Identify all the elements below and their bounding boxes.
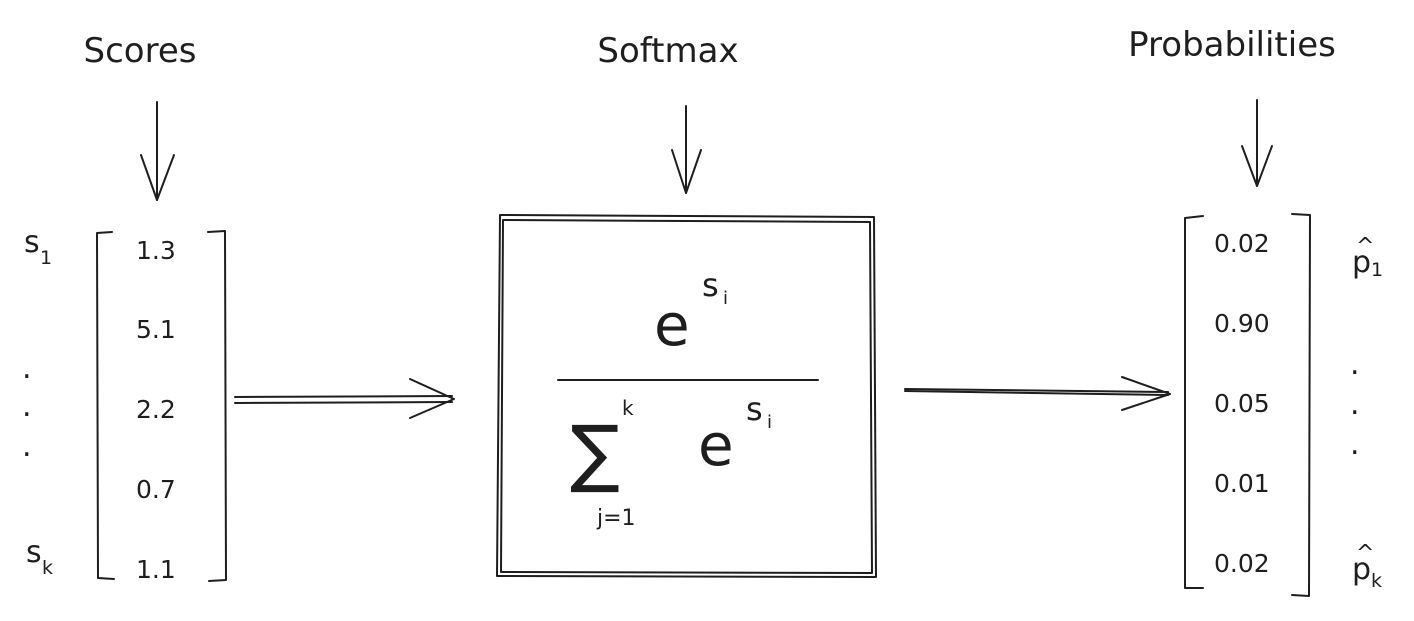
score-label-last: s k [26,535,53,579]
svg-text:k: k [622,396,634,420]
formula-numerator: e s i [654,266,728,359]
svg-text:s: s [26,535,42,570]
svg-text:i: i [723,288,728,309]
probabilities-title: Probabilities [1128,25,1336,65]
svg-text:s: s [24,225,40,260]
softmax-to-probabilities-arrow [904,376,1171,411]
scores-down-arrow [140,101,175,201]
summation-icon: ∑ [570,410,620,496]
score-label-first: s 1 [24,225,52,269]
svg-text:k: k [42,557,53,579]
scores-title: Scores [84,31,197,71]
svg-text:k: k [1371,570,1382,592]
svg-text:e: e [698,411,734,479]
svg-text:^: ^ [1356,234,1374,259]
svg-text:j=1: j=1 [596,506,636,531]
svg-text:p: p [1352,245,1371,280]
svg-text:^: ^ [1356,541,1374,566]
svg-text:.: . [1350,387,1360,422]
svg-text:i: i [767,412,772,433]
svg-text:.: . [22,429,32,464]
probability-value: 0.01 [1214,469,1270,498]
scores-right-bracket [207,230,227,582]
svg-text:.: . [1350,347,1360,382]
softmax-title: Softmax [597,31,738,71]
scores-left-bracket [96,231,115,580]
svg-text:s: s [702,266,719,304]
softmax-box [496,214,877,578]
svg-text:.: . [22,389,32,424]
score-value: 1.1 [136,555,176,584]
scores-to-softmax-arrow [234,378,455,419]
probability-value: 0.02 [1214,549,1270,578]
svg-text:e: e [654,291,690,359]
probability-value: 0.90 [1214,309,1270,338]
score-value: 5.1 [136,315,176,344]
score-value: 0.7 [136,475,176,504]
probabilities-right-bracket [1291,213,1311,597]
svg-text:s: s [746,390,763,428]
probability-label-first: ^ p 1 [1352,234,1383,281]
probabilities-left-bracket [1184,215,1204,589]
softmax-down-arrow [671,105,702,194]
svg-text:.: . [22,351,32,386]
svg-text:.: . [1350,427,1360,462]
svg-text:1: 1 [1371,259,1383,281]
score-dots: . . . [22,351,32,464]
svg-text:p: p [1352,552,1371,587]
score-value: 1.3 [136,236,176,265]
probability-dots: . . . [1350,347,1360,462]
score-value: 2.2 [136,395,176,424]
formula-denominator: ∑ k j=1 e s i [570,390,772,531]
probability-label-last: ^ p k [1352,541,1382,592]
probability-value: 0.02 [1214,229,1270,258]
svg-text:1: 1 [40,247,52,269]
probabilities-down-arrow [1241,99,1273,187]
probability-value: 0.05 [1214,389,1270,418]
